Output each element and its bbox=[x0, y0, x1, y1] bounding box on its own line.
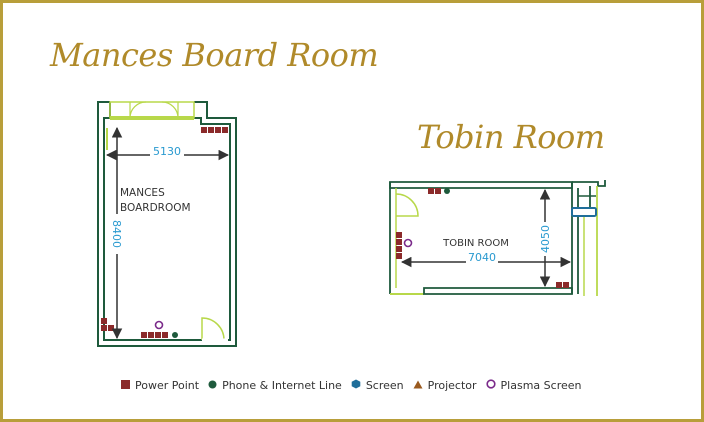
legend-item-phone-internet: Phone & Internet Line bbox=[208, 379, 342, 392]
legend-item-plasma-screen: Plasma Screen bbox=[485, 379, 582, 392]
tobin-length-dim: 4050 bbox=[539, 225, 552, 253]
legend: Power Point Phone & Internet Line Screen… bbox=[121, 379, 590, 392]
ring-icon bbox=[485, 379, 496, 392]
legend-item-projector: Projector bbox=[413, 379, 477, 392]
phone-internet-marker bbox=[172, 332, 178, 338]
mances-plan: 5130 8400 MANCES BOARDROOM bbox=[97, 101, 237, 347]
mances-wall-outer bbox=[97, 101, 237, 347]
hexagon-icon bbox=[351, 379, 361, 392]
legend-label: Phone & Internet Line bbox=[222, 379, 342, 392]
legend-label: Projector bbox=[427, 379, 477, 392]
power-point-marker bbox=[563, 282, 569, 288]
mances-width-dim: 5130 bbox=[153, 145, 181, 158]
plasma-screen-marker bbox=[154, 320, 164, 330]
tobin-left-door bbox=[395, 193, 419, 217]
power-point-marker bbox=[396, 232, 402, 238]
tobin-width-dim: 7040 bbox=[468, 251, 496, 264]
tobin-right-outer bbox=[572, 180, 606, 208]
power-point-marker bbox=[435, 188, 441, 194]
power-point-marker bbox=[222, 127, 228, 133]
square-icon bbox=[121, 379, 130, 392]
power-point-marker bbox=[108, 325, 114, 331]
power-point-marker bbox=[141, 332, 147, 338]
mances-bottom-door bbox=[201, 317, 225, 341]
circle-icon bbox=[208, 379, 217, 392]
power-point-marker bbox=[215, 127, 221, 133]
legend-item-screen: Screen bbox=[351, 379, 404, 392]
tobin-wall-right bbox=[571, 182, 579, 294]
tobin-room-label: TOBIN ROOM bbox=[442, 238, 509, 249]
power-point-marker bbox=[396, 253, 402, 259]
phone-internet-marker bbox=[444, 188, 450, 194]
power-point-marker bbox=[396, 239, 402, 245]
power-point-marker bbox=[148, 332, 154, 338]
power-point-marker bbox=[556, 282, 562, 288]
power-point-marker bbox=[101, 325, 107, 331]
power-point-marker bbox=[155, 332, 161, 338]
screen-marker bbox=[571, 207, 597, 217]
triangle-icon bbox=[413, 379, 423, 392]
plasma-screen-marker bbox=[403, 238, 413, 248]
power-point-marker bbox=[396, 246, 402, 252]
power-point-marker bbox=[208, 127, 214, 133]
power-point-marker bbox=[428, 188, 434, 194]
tobin-wall-bottom bbox=[423, 287, 573, 295]
mances-entry bbox=[109, 101, 195, 119]
power-point-marker bbox=[201, 127, 207, 133]
power-point-marker bbox=[101, 318, 107, 324]
mances-wall-inner bbox=[103, 102, 231, 341]
power-point-marker bbox=[162, 332, 168, 338]
legend-label: Plasma Screen bbox=[500, 379, 582, 392]
tobin-wall-top bbox=[389, 181, 573, 189]
mances-length-dim: 8400 bbox=[110, 220, 123, 248]
mances-room-label-2: BOARDROOM bbox=[120, 202, 191, 214]
mances-door-right bbox=[161, 101, 179, 119]
legend-label: Power Point bbox=[135, 379, 200, 392]
mances-door-left bbox=[129, 101, 147, 119]
tobin-plan: 7040 4050 TOBIN ROOM bbox=[389, 180, 606, 296]
mances-room-label-1: MANCES bbox=[120, 187, 165, 199]
tobin-room-title: Tobin Room bbox=[417, 118, 605, 156]
legend-label: Screen bbox=[365, 379, 404, 392]
mances-room-title: Mances Board Room bbox=[50, 36, 379, 74]
legend-item-power-point: Power Point bbox=[121, 379, 199, 392]
